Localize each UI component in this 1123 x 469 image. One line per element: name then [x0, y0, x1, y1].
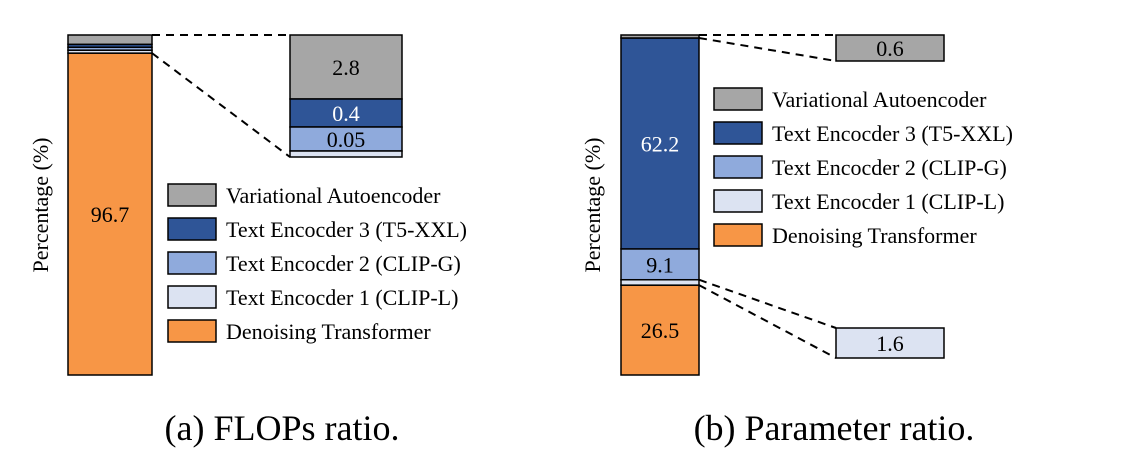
zoom-segment-text-encocder-1-clip-l — [289, 150, 403, 158]
callout-box-text-encocder-1-clip-l — [835, 327, 945, 359]
data-label-denoising-transformer: 26.5 — [641, 318, 680, 343]
bar-segment-text-encocder-1-clip-l — [620, 278, 700, 286]
panel-flops: 96.7 Percentage (%) (a) FLOPs ratio. Variat… — [28, 34, 467, 448]
data-label-denoising-transformer: 96.7 — [91, 202, 130, 227]
legend-label-text-encocder-1-clip-l: Text Encocder 1 (CLIP-L) — [772, 189, 1004, 214]
chart-caption: (a) FLOPs ratio. — [165, 408, 400, 448]
legend-swatch-variational-autoencoder — [167, 183, 217, 207]
data-label-text-encocder-3-t5-xxl: 62.2 — [641, 131, 680, 156]
legend-swatch-variational-autoencoder — [713, 87, 763, 111]
legend-swatch-text-encocder-2-clip-g — [167, 251, 217, 275]
callout-connector-bottom-variational-autoencoder — [698, 37, 837, 62]
y-axis-label: Percentage (%) — [28, 138, 53, 273]
legend-swatch-text-encocder-2-clip-g — [713, 155, 763, 179]
legend-swatch-denoising-transformer — [713, 223, 763, 247]
legend-swatch-text-encocder-3-t5-xxl — [167, 217, 217, 241]
callout-label-variational-autoencoder: 0.6 — [876, 36, 904, 61]
legend-label-variational-autoencoder: Variational Autoencoder — [772, 87, 987, 112]
chart-caption: (b) Parameter ratio. — [694, 408, 975, 448]
panel-parameters: 26.5 9.1 62.2 Percentage (%) (b) Parameter r… — [580, 34, 1013, 448]
legend-label-text-encocder-3-t5-xxl: Text Encocder 3 (T5-XXL) — [226, 217, 467, 242]
zoom-label-text-encocder-2-clip-g: 0.05 — [327, 127, 366, 152]
legend-label-text-encocder-3-t5-xxl: Text Encocder 3 (T5-XXL) — [772, 121, 1013, 146]
bar-segment-text-encocder-2-clip-g — [620, 248, 700, 281]
callout-connector-bottom-text-encocder-1-clip-l — [698, 284, 837, 359]
legend-label-text-encocder-2-clip-g: Text Encocder 2 (CLIP-G) — [226, 251, 461, 276]
legend-label-denoising-transformer: Denoising Transformer — [226, 319, 431, 344]
bar-segment-denoising-transformer — [620, 284, 700, 376]
bar-segment-variational-autoencoder — [67, 34, 153, 46]
legend-label-text-encocder-1-clip-l: Text Encocder 1 (CLIP-L) — [226, 285, 458, 310]
bar-segment-denoising-transformer — [67, 52, 153, 376]
callout-connector-top-text-encocder-1-clip-l — [698, 278, 837, 329]
data-label-text-encocder-2-clip-g: 9.1 — [646, 252, 674, 277]
legend-swatch-text-encocder-1-clip-l — [167, 285, 217, 309]
legend-swatch-text-encocder-3-t5-xxl — [713, 121, 763, 145]
legend-label-denoising-transformer: Denoising Transformer — [772, 223, 977, 248]
legend-label-text-encocder-2-clip-g: Text Encocder 2 (CLIP-G) — [772, 155, 1007, 180]
bar-segment-text-encocder-3-t5-xxl — [620, 37, 700, 250]
zoom-connector-bottom — [151, 52, 291, 158]
callout-label-text-encocder-1-clip-l: 1.6 — [876, 331, 904, 356]
legend-swatch-text-encocder-1-clip-l — [713, 189, 763, 213]
bar-segment-variational-autoencoder — [620, 34, 700, 39]
zoom-label-text-encocder-3-t5-xxl: 0.4 — [332, 101, 360, 126]
legend-label-variational-autoencoder: Variational Autoencoder — [226, 183, 441, 208]
callout-box-variational-autoencoder — [835, 34, 945, 62]
zoom-label-variational-autoencoder: 2.8 — [332, 55, 360, 80]
legend-swatch-denoising-transformer — [167, 319, 217, 343]
zoom-segment-text-encocder-2-clip-g — [289, 126, 403, 152]
y-axis-label: Percentage (%) — [580, 138, 605, 273]
